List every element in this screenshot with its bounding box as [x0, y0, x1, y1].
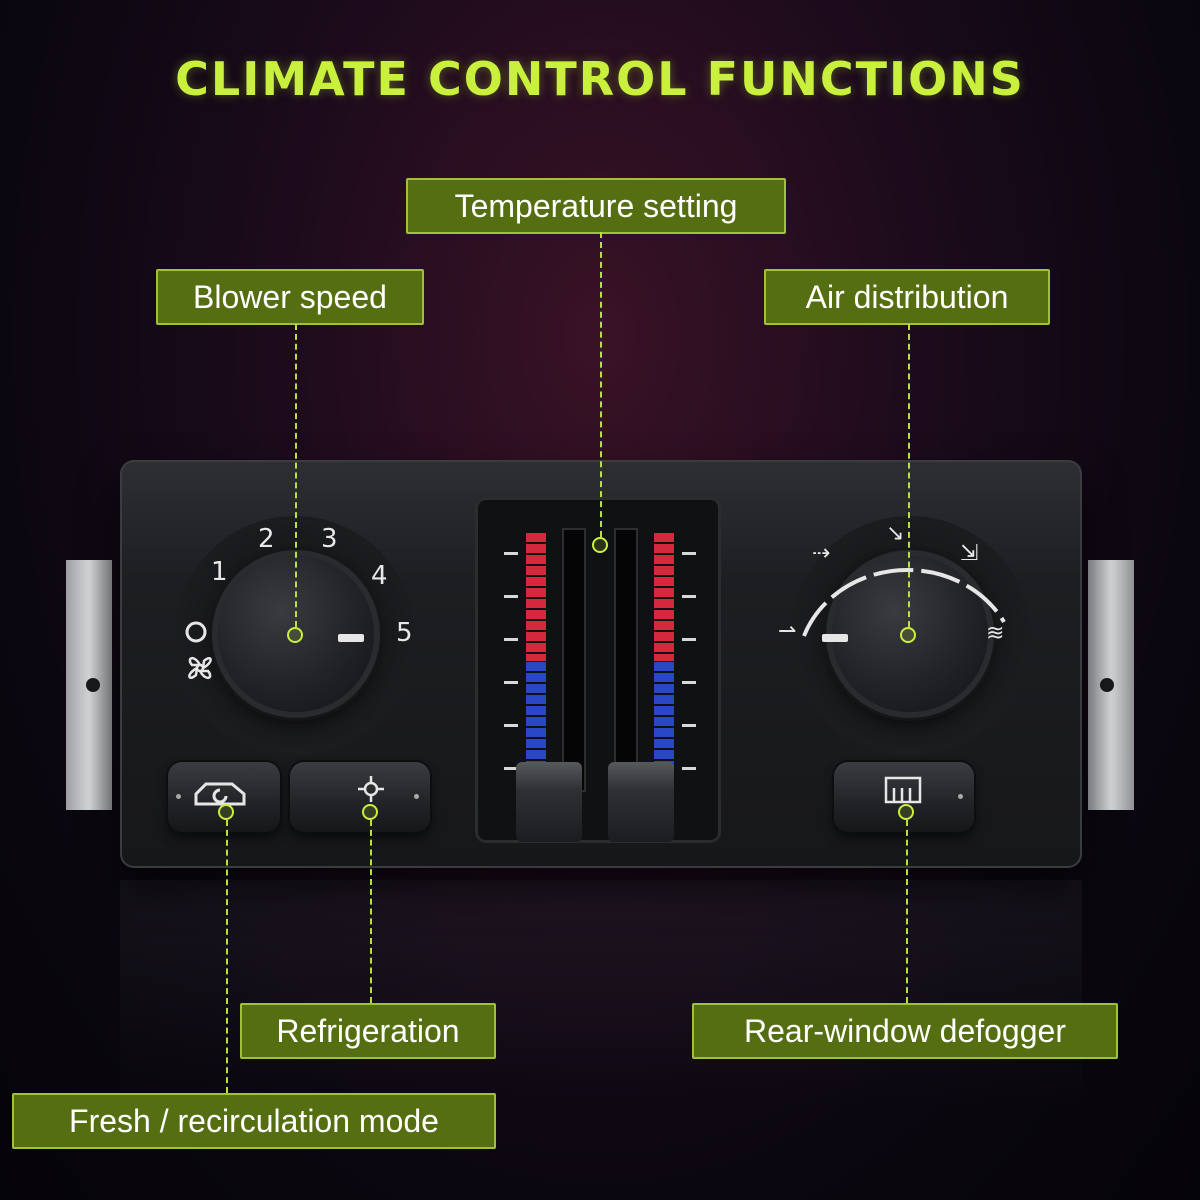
air-leader-line	[908, 324, 910, 627]
right-tick	[682, 767, 696, 770]
blower-leader-line	[295, 324, 297, 627]
car-recirculation-icon	[194, 782, 246, 806]
right-temperature-track	[616, 530, 636, 790]
right-temperature-slider-handle[interactable]	[608, 762, 674, 842]
blower-speed-5: 5	[396, 618, 413, 648]
rear-defrost-icon	[884, 776, 922, 804]
right-tick	[682, 595, 696, 598]
defogger-leader-line	[906, 820, 908, 1003]
label-temperature-setting: Temperature setting	[406, 178, 786, 234]
left-tick	[504, 681, 518, 684]
air-callout-dot	[900, 627, 916, 643]
fresh-callout-dot	[218, 804, 234, 820]
recirculation-button[interactable]	[168, 762, 280, 832]
left-temperature-slider-handle[interactable]	[516, 762, 582, 842]
air-distribution-arc	[802, 568, 1006, 637]
right-cold-scale	[654, 662, 674, 790]
refrigeration-callout-dot	[362, 804, 378, 820]
off-circle-icon	[185, 621, 207, 643]
label-refrigeration: Refrigeration	[240, 1003, 496, 1059]
temperature-callout-dot	[592, 537, 608, 553]
left-hot-scale	[526, 533, 546, 661]
fan-icon	[188, 657, 212, 679]
rear-defrost-button[interactable]	[834, 762, 974, 832]
blower-speed-4: 4	[371, 561, 388, 591]
label-rear-window-defogger: Rear-window defogger	[692, 1003, 1118, 1059]
vent-floor-defrost-icon: ⇲	[960, 540, 979, 565]
refrigeration-leader-line	[370, 820, 372, 1003]
blower-speed-2: 2	[258, 524, 275, 554]
vent-face-icon: ⇀	[778, 618, 797, 643]
left-tick	[504, 638, 518, 641]
right-tick	[682, 552, 696, 555]
label-fresh-recirculation-mode: Fresh / recirculation mode	[12, 1093, 496, 1149]
blower-speed-1: 1	[211, 557, 228, 587]
label-blower-speed: Blower speed	[156, 269, 424, 325]
left-tick	[504, 595, 518, 598]
blower-callout-dot	[287, 627, 303, 643]
right-tick	[682, 638, 696, 641]
blower-speed-3: 3	[321, 524, 338, 554]
left-tick	[504, 767, 518, 770]
right-hot-scale	[654, 533, 674, 661]
ac-button[interactable]	[290, 762, 430, 832]
temperature-leader-line	[600, 232, 602, 537]
vent-floor-icon: ↘	[886, 520, 905, 545]
snowflake-icon	[358, 776, 384, 802]
air-knob-pointer	[822, 634, 848, 642]
left-tick	[504, 552, 518, 555]
front-defrost-icon: ≋	[986, 620, 1005, 645]
left-tick	[504, 724, 518, 727]
page-title: CLIMATE CONTROL FUNCTIONS	[175, 52, 1025, 106]
fresh-leader-line	[226, 820, 228, 1093]
defogger-callout-dot	[898, 804, 914, 820]
right-mounting-bracket	[1088, 560, 1134, 810]
blower-knob-pointer	[338, 634, 364, 642]
left-mounting-bracket	[66, 560, 112, 810]
label-air-distribution: Air distribution	[764, 269, 1050, 325]
vent-bilevel-icon: ⇢	[812, 540, 831, 565]
left-cold-scale	[526, 662, 546, 790]
right-tick	[682, 681, 696, 684]
right-tick	[682, 724, 696, 727]
left-temperature-track	[564, 530, 584, 790]
